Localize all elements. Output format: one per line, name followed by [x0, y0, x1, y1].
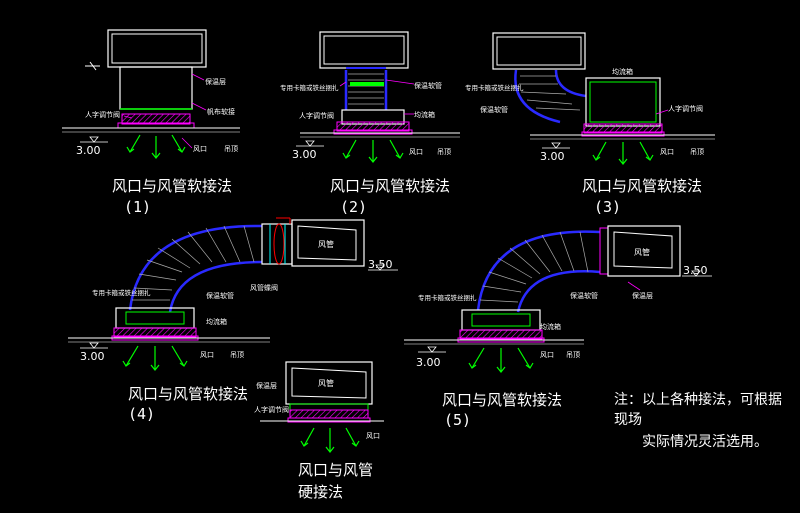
label-duct: 风管: [318, 378, 334, 388]
label-ceiling: 吊顶: [230, 351, 244, 359]
label-insulation: 保温层: [205, 77, 226, 86]
diagram-5: 风管 3.50 3.00 专用卡箍或铁丝捆扎 保温软管 保温层 均流箱 风口 吊…: [404, 225, 712, 373]
diagram-3: 3.00 专用卡箍或铁丝捆扎 保温软管 均流箱 人字调节阀 风口 吊顶: [465, 32, 715, 165]
level-350: 3.50: [368, 258, 393, 271]
caption-5: 风口与风管软接法: [442, 391, 563, 409]
airflow-arrows: [592, 141, 654, 165]
caption-3: 风口与风管软接法: [582, 177, 703, 195]
duct-box: [107, 29, 207, 68]
caption-2-num: (2): [340, 198, 368, 216]
flex-hose: [128, 224, 263, 311]
level-300: 3.00: [540, 150, 565, 163]
label-plenum: 均流箱: [612, 67, 633, 76]
label-ceiling: 吊顶: [437, 148, 451, 156]
label-clamp-tie: 专用卡箍或铁丝捆扎: [280, 83, 339, 92]
label-insulated-hose: 保温软管: [480, 105, 508, 114]
label-plenum: 均流箱: [540, 322, 561, 331]
airflow-arrows: [300, 427, 360, 453]
duct-box: [319, 31, 409, 69]
label-canvas-joint: 帆布软接: [207, 107, 235, 116]
label-damper: 人字调节阀: [299, 111, 334, 120]
flex-hose: [476, 230, 601, 311]
caption-4: 风口与风管软接法: [128, 385, 249, 403]
label-clamp-tie: 专用卡箍或铁丝捆扎: [92, 288, 151, 297]
caption-2: 风口与风管软接法: [330, 177, 451, 195]
duct-box: [607, 225, 681, 277]
level-300: 3.00: [416, 356, 441, 369]
damper-hatch: [583, 123, 663, 134]
butterfly-valve: [273, 223, 285, 265]
label-insulation: 保温层: [632, 291, 653, 300]
label-plenum: 均流箱: [206, 317, 227, 326]
caption-6-line1: 风口与风管: [298, 461, 374, 479]
label-insulated-hose: 保温软管: [206, 291, 234, 300]
diagram-6: 风管 保温层 人字调节阀 风口: [254, 361, 384, 453]
damper-hatch: [289, 409, 369, 419]
label-plenum: 均流箱: [414, 110, 435, 119]
plenum-box: [115, 307, 195, 329]
label-ceiling: 吊顶: [566, 351, 580, 359]
airflow-arrows: [122, 345, 188, 371]
diagram-4: 风管 3.50 3.00 专用卡箍或铁丝捆扎 保温软管 风管蝶阀 均流箱 风口 …: [68, 217, 398, 371]
airflow-arrows: [468, 347, 534, 373]
label-outlet: 风口: [660, 148, 674, 156]
level-350: 3.50: [683, 264, 708, 277]
note-line1: 注：以上各种接法，可根据: [614, 392, 782, 408]
airflow-arrows: [126, 134, 186, 159]
caption-5-num: (5): [444, 411, 472, 429]
flex-hose: [344, 70, 388, 110]
diagram-2: 3.00 专用卡箍或铁丝捆扎 保温软管 人字调节阀 均流箱 风口 吊顶: [280, 31, 460, 163]
label-damper: 人字调节阀: [85, 110, 120, 119]
level-300: 3.00: [292, 148, 317, 161]
caption-6-line2: 硬接法: [298, 483, 344, 501]
label-insulation: 保温层: [256, 381, 277, 390]
note-line3: 实际情况灵活选用。: [642, 434, 768, 450]
plenum-box: [461, 309, 541, 331]
label-damper: 人字调节阀: [668, 104, 703, 113]
label-insulated-hose: 保温软管: [414, 81, 442, 90]
label-outlet: 风口: [409, 148, 423, 156]
damper-hatch: [121, 113, 191, 125]
level-300: 3.00: [80, 350, 105, 363]
label-clamp-tie: 专用卡箍或铁丝捆扎: [418, 293, 477, 302]
damper-hatch: [113, 327, 197, 338]
label-ceiling: 吊顶: [690, 148, 704, 156]
flex-hose: [514, 69, 561, 124]
caption-3-num: (3): [594, 198, 622, 216]
label-outlet: 风口: [193, 145, 207, 153]
damper-hatch: [459, 329, 543, 340]
label-duct: 风管: [634, 247, 650, 257]
label-outlet: 风口: [366, 432, 380, 440]
label-insulated-hose: 保温软管: [570, 291, 598, 300]
label-outlet: 风口: [200, 351, 214, 359]
label-outlet: 风口: [540, 351, 554, 359]
caption-1: 风口与风管软接法: [112, 177, 233, 195]
label-ceiling: 吊顶: [224, 145, 238, 153]
label-clamp-tie: 专用卡箍或铁丝捆扎: [465, 83, 524, 92]
caption-1-num: (1): [124, 198, 152, 216]
diagram-1: 3.00 保温层 帆布软接 人字调节阀 风口 吊顶: [62, 29, 240, 159]
note-line2: 现场: [614, 412, 642, 428]
airflow-arrows: [342, 139, 404, 163]
label-butterfly-valve: 风管蝶阀: [250, 283, 278, 292]
canvas-joint-body: [119, 66, 193, 110]
caption-4-num: (4): [128, 405, 156, 423]
plenum-box: [585, 77, 661, 127]
damper-hatch: [336, 121, 410, 132]
label-damper: 人字调节阀: [254, 405, 289, 414]
level-300: 3.00: [76, 144, 101, 157]
label-duct: 风管: [318, 239, 334, 249]
duct-box: [492, 32, 586, 70]
duct-box: [291, 219, 365, 267]
